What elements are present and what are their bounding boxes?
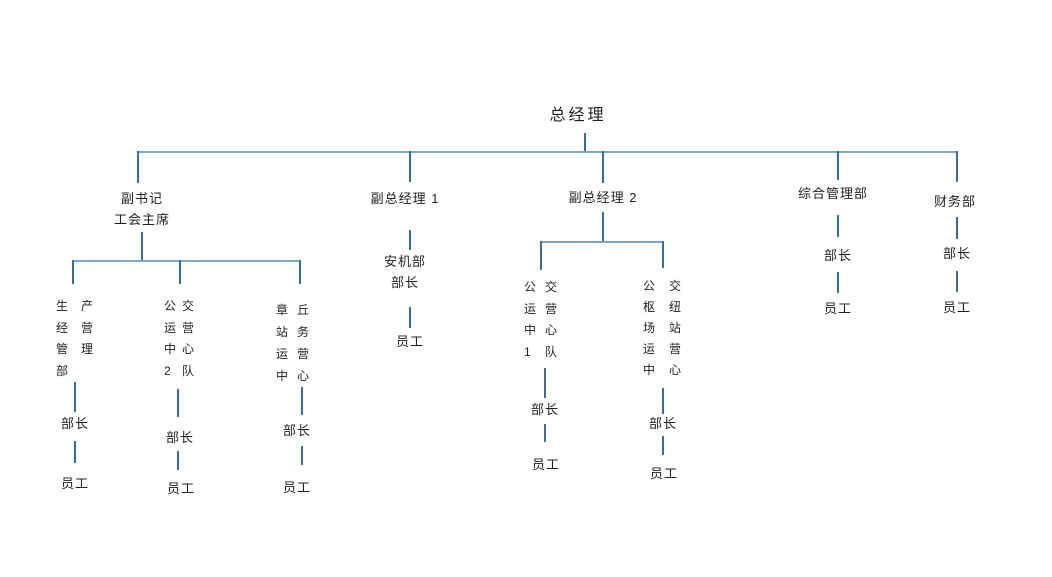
dept-name-line: 公 交 — [524, 280, 557, 294]
staff-label: 员工 — [531, 457, 560, 472]
connector-team1-to-director — [544, 368, 546, 398]
connector-drop-hub-station — [662, 241, 664, 268]
node-vice-gm-2: 副总经理 2 — [568, 190, 638, 205]
connector-team2-to-staff — [177, 451, 179, 470]
connector-zhangqiu-to-director — [301, 387, 303, 415]
connector-drop-finance — [956, 151, 958, 182]
dept-name-line: 2 队 — [164, 363, 194, 378]
connector-drop-general-management — [837, 151, 839, 180]
director-label: 部长 — [165, 430, 194, 445]
dept-box-safety-machinery: 安机部 部长 — [365, 251, 445, 293]
connector-production-to-director — [74, 382, 76, 412]
node-deputy-secretary: 副书记 工会主席 — [92, 188, 192, 230]
director-label: 部长 — [942, 246, 971, 261]
dept-name-line: 运 营 — [643, 342, 681, 356]
connector-vice-gm-2-hline — [540, 241, 664, 243]
connector-drop-deputy-secretary — [137, 151, 139, 183]
node-finance: 财务部 — [933, 194, 976, 209]
connector-team1-to-staff — [544, 424, 546, 442]
director-label: 部长 — [530, 402, 559, 417]
dept-box-production-management: 生 产 经 营 管 理 部 — [56, 296, 93, 382]
dept-name-line: 运 营 — [524, 301, 557, 316]
dept-name-line: 经 营 — [56, 320, 93, 335]
dept-box-bus-operation-team1: 公 交 运 营 中心 1 队 — [524, 277, 557, 363]
staff-label: 员工 — [649, 466, 678, 481]
dept-box-bus-operation-team2: 公 交 运 营 中心 2 队 — [164, 296, 194, 382]
director-label: 部长 — [823, 248, 852, 263]
staff-label: 员工 — [282, 480, 311, 495]
connector-drop-zhangqiu — [299, 260, 301, 284]
dept-name-line: 运 营 — [164, 320, 194, 335]
connector-safety-machinery-to-staff — [409, 307, 411, 328]
connector-drop-production-dept — [72, 260, 74, 284]
connector-general-management-stub — [837, 215, 839, 237]
dept-name-line: 生 产 — [56, 299, 93, 313]
deputy-secretary-line2: 工会主席 — [113, 212, 170, 227]
connector-deputy-secretary-stub — [141, 232, 143, 261]
connector-drop-bus-team1 — [540, 241, 542, 270]
dept-name-line: 枢 纽 — [643, 300, 681, 314]
node-general-management: 综合管理部 — [797, 186, 868, 201]
dept-name-line: 中心 — [164, 342, 194, 356]
connector-zhangqiu-to-staff — [301, 446, 303, 465]
dept-name-line: 安机部 — [383, 254, 426, 269]
dept-name-line: 章 丘 — [276, 303, 309, 317]
connector-root-stub — [584, 133, 586, 152]
connector-production-to-staff — [74, 441, 76, 463]
director-label: 部长 — [390, 275, 419, 290]
dept-name-line: 中心 — [276, 369, 309, 383]
connector-deputy-secretary-hline — [72, 260, 301, 262]
dept-name-line: 中心 — [524, 323, 557, 337]
connector-vice-gm-2-stub — [602, 212, 604, 243]
staff-label: 员工 — [166, 481, 195, 496]
node-general-manager: 总经理 — [549, 107, 607, 124]
director-label: 部长 — [60, 416, 89, 431]
dept-name-line: 部 — [56, 363, 69, 378]
connector-finance-to-staff — [956, 271, 958, 292]
connector-level1-hline — [138, 151, 957, 153]
connector-vice-gm-1-stub — [409, 230, 411, 250]
connector-hub-to-staff — [662, 436, 664, 455]
dept-name-line: 运 营 — [276, 347, 309, 361]
staff-label: 员工 — [823, 301, 852, 316]
dept-name-line: 中心 — [643, 363, 681, 377]
connector-drop-vice-gm-1 — [409, 151, 411, 182]
director-label: 部长 — [282, 423, 311, 438]
connector-general-management-to-staff — [837, 272, 839, 293]
dept-name-line: 站 务 — [276, 325, 309, 339]
connector-drop-vice-gm-2 — [602, 151, 604, 183]
connector-team2-to-director — [177, 389, 179, 417]
node-vice-gm-1: 副总经理 1 — [370, 191, 440, 206]
director-label: 部长 — [648, 416, 677, 431]
dept-name-line: 场 站 — [643, 321, 681, 335]
dept-box-zhangqiu-station-center: 章 丘 站 务 运 营 中心 — [276, 299, 309, 387]
connector-drop-bus-team2 — [179, 260, 181, 284]
dept-name-line: 1 队 — [524, 344, 557, 359]
staff-label: 员工 — [395, 334, 424, 349]
dept-box-bus-hub-station-center: 公 交 枢 纽 场 站 运 营 中心 — [643, 276, 681, 381]
connector-finance-stub — [956, 217, 958, 239]
dept-name-line: 公 交 — [164, 299, 194, 313]
staff-label: 员工 — [942, 300, 971, 315]
deputy-secretary-line1: 副书记 — [120, 191, 163, 206]
staff-label: 员工 — [60, 476, 89, 491]
dept-name-line: 管 理 — [56, 342, 93, 356]
dept-name-line: 公 交 — [643, 279, 681, 293]
connector-hub-to-director — [662, 388, 664, 414]
